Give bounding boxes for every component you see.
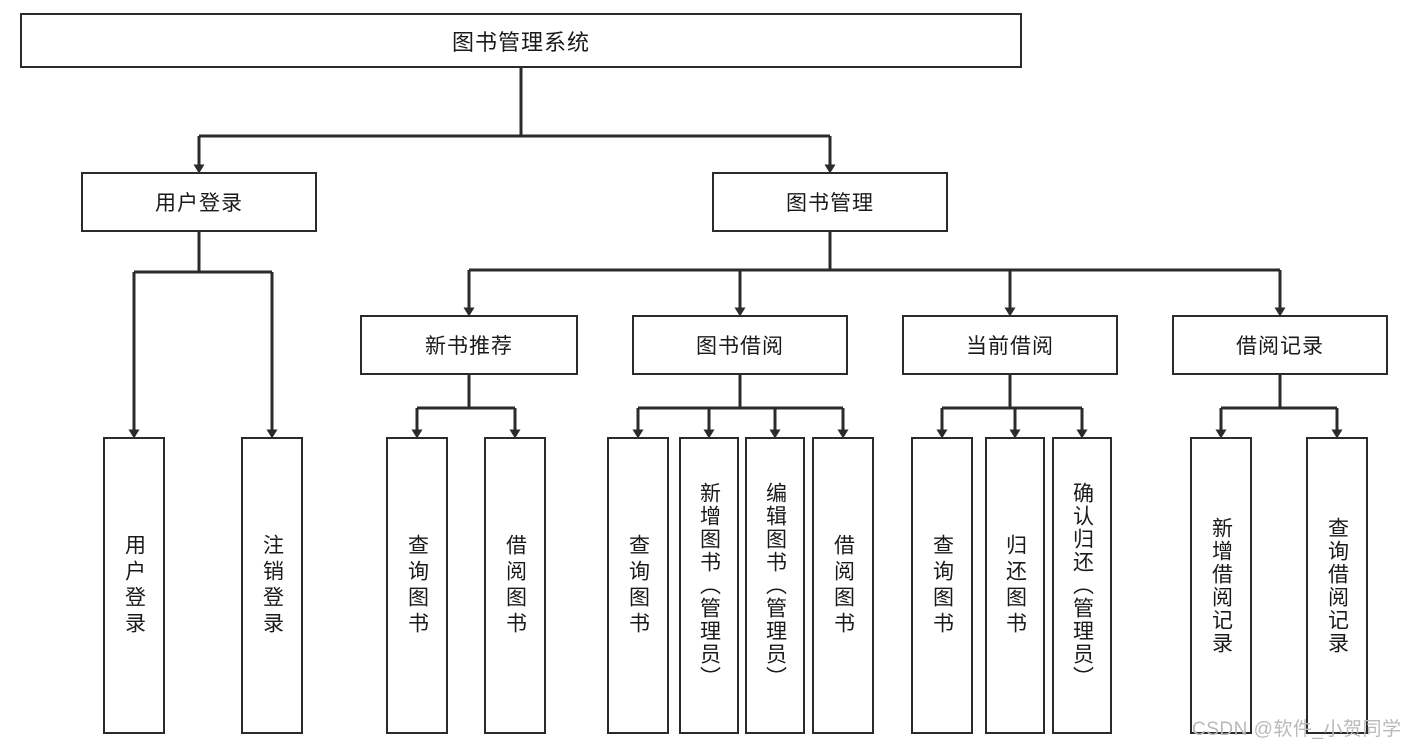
node-new-book-recommend[interactable]: 新书推荐 <box>360 315 578 375</box>
leaf-label: 查询图书 <box>405 533 429 638</box>
node-leaf-add-borrow-record[interactable]: 新增借阅记录 <box>1190 437 1252 734</box>
leaf-label: 查询图书 <box>930 533 954 638</box>
leaf-label: 归还图书 <box>1003 533 1027 638</box>
node-leaf-query-book-borrow[interactable]: 查询图书 <box>607 437 669 734</box>
leaf-label: 新增借阅记录 <box>1209 516 1233 655</box>
leaf-label: 用户登录 <box>122 533 146 638</box>
leaf-label: 查询借阅记录 <box>1325 516 1349 655</box>
node-leaf-user-login[interactable]: 用户登录 <box>103 437 165 734</box>
node-leaf-borrow-book[interactable]: 借阅图书 <box>812 437 874 734</box>
leaf-label: 借阅图书 <box>831 533 855 638</box>
node-leaf-edit-book-admin[interactable]: 编辑图书（管理员） <box>745 437 805 734</box>
node-borrow-record[interactable]: 借阅记录 <box>1172 315 1388 375</box>
node-leaf-confirm-return-admin[interactable]: 确认归还（管理员） <box>1052 437 1112 734</box>
node-leaf-query-book-current[interactable]: 查询图书 <box>911 437 973 734</box>
node-root-system[interactable]: 图书管理系统 <box>20 13 1022 68</box>
node-current-borrow[interactable]: 当前借阅 <box>902 315 1118 375</box>
node-leaf-add-book-admin[interactable]: 新增图书（管理员） <box>679 437 739 734</box>
node-book-borrow[interactable]: 图书借阅 <box>632 315 848 375</box>
leaf-label: 新增图书（管理员） <box>697 482 721 689</box>
node-user-login[interactable]: 用户登录 <box>81 172 317 232</box>
leaf-label: 确认归还（管理员） <box>1070 482 1094 689</box>
leaf-label: 借阅图书 <box>503 533 527 638</box>
node-leaf-query-book-new[interactable]: 查询图书 <box>386 437 448 734</box>
node-leaf-return-book[interactable]: 归还图书 <box>985 437 1045 734</box>
node-leaf-logout[interactable]: 注销登录 <box>241 437 303 734</box>
csdn-watermark: CSDN @软件_小贺同学 <box>1192 719 1402 740</box>
leaf-label: 编辑图书（管理员） <box>763 482 787 689</box>
node-book-management[interactable]: 图书管理 <box>712 172 948 232</box>
node-leaf-query-borrow-record[interactable]: 查询借阅记录 <box>1306 437 1368 734</box>
leaf-label: 注销登录 <box>260 533 284 638</box>
leaf-label: 查询图书 <box>626 533 650 638</box>
node-leaf-borrow-book-new[interactable]: 借阅图书 <box>484 437 546 734</box>
